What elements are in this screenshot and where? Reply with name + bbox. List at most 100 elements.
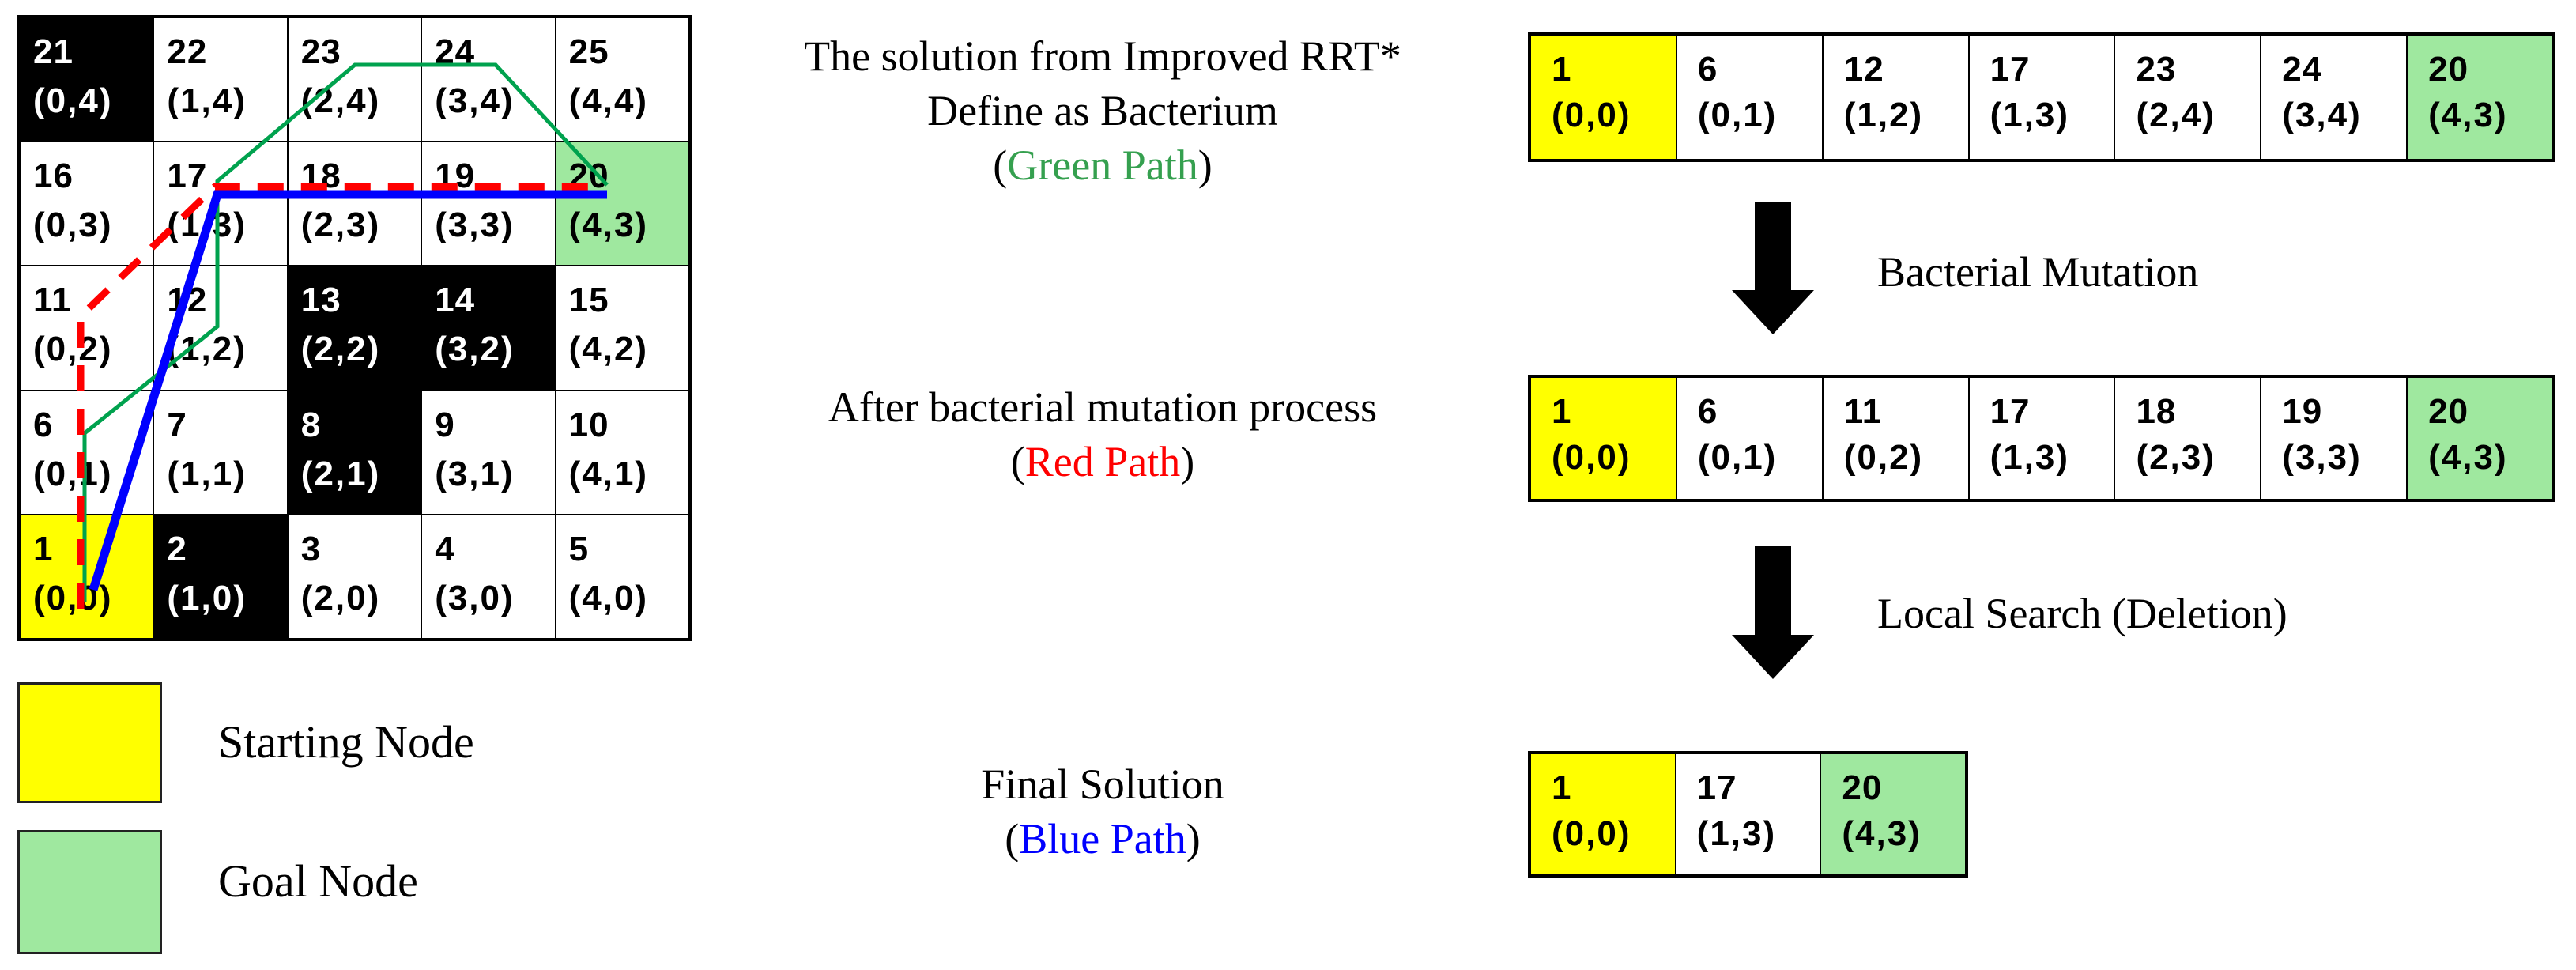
grid-cell-3: 3(2,0) xyxy=(287,514,422,639)
cell-coordinate: (3,1) xyxy=(435,454,515,493)
cell-coordinate: (0,1) xyxy=(1697,96,1778,134)
down-arrow-icon xyxy=(1726,546,1820,681)
cell-number: 25 xyxy=(568,32,609,71)
cell-coordinate: (0,2) xyxy=(1843,438,1924,477)
cell-number: 1 xyxy=(33,529,54,568)
down-arrow-icon xyxy=(1726,202,1820,336)
cell-coordinate: (2,0) xyxy=(300,578,381,617)
arrow-label-bacterial-mutation: Bacterial Mutation xyxy=(1877,248,2199,296)
cell-coordinate: (4,3) xyxy=(2428,438,2508,477)
grid-cell-11: 11 (0,2) xyxy=(20,266,154,391)
blue-path-label: Blue Path xyxy=(1019,815,1186,862)
cell-number: 17 xyxy=(1990,392,2031,431)
cell-coordinate: (2,4) xyxy=(2136,96,2216,134)
green-path-label: Green Path xyxy=(1007,142,1198,189)
caption-green-path: The solution from Improved RRT* Define a… xyxy=(751,29,1454,193)
cell-coordinate: (0,4) xyxy=(33,81,113,120)
caption-red-path: After bacterial mutation process (Red Pa… xyxy=(751,380,1454,489)
cell-coordinate: (0,0) xyxy=(1552,814,1631,853)
cell-number: 17 xyxy=(167,157,208,196)
cell-coordinate: (1,3) xyxy=(1696,814,1777,853)
grid-cell-18: 18(2,3) xyxy=(287,142,422,266)
cell-coordinate: (3,4) xyxy=(435,81,515,120)
grid-cell-21: 21(0,4) xyxy=(20,17,154,142)
cell-number: 9 xyxy=(435,405,455,444)
cell-number: 19 xyxy=(2282,392,2323,431)
cell-number: 1 xyxy=(1552,50,1572,89)
cell-number: 22 xyxy=(167,32,208,71)
cell-number: 17 xyxy=(1990,50,2031,89)
cell-coordinate: (3,0) xyxy=(435,578,515,617)
sequence-cell-18: 18(2,3) xyxy=(2114,377,2261,500)
cell-coordinate: (1,3) xyxy=(167,206,247,245)
grid-map: 21(0,4)22(1,4)23(2,4)24(3,4)25(4,4)16(0,… xyxy=(17,15,692,641)
cell-number: 11 xyxy=(33,281,72,320)
grid-cell-16: 16(0,3) xyxy=(20,142,154,266)
cell-coordinate: (0,0) xyxy=(1552,438,1631,477)
cell-number: 6 xyxy=(1697,392,1718,431)
cell-coordinate: (4,1) xyxy=(568,454,649,493)
cell-coordinate: (3,3) xyxy=(435,206,515,245)
grid-cell-2: 2(1,0) xyxy=(153,514,288,639)
grid-cell-5: 5 (4,0) xyxy=(555,514,689,639)
cell-number: 11 xyxy=(1843,392,1883,431)
cell-coordinate: (3,2) xyxy=(435,330,515,369)
cell-coordinate: (4,3) xyxy=(568,206,649,245)
grid-cell-6: 6 (0,1) xyxy=(20,390,154,515)
cell-number: 6 xyxy=(1697,50,1718,89)
cell-coordinate: (1,1) xyxy=(167,454,247,493)
cell-number: 8 xyxy=(300,405,322,444)
cell-coordinate: (3,4) xyxy=(2282,96,2362,134)
grid-cell-4: 4 (3,0) xyxy=(421,514,556,639)
sequence-cell-1: 1(0,0) xyxy=(1530,753,1676,875)
cell-coordinate: (2,3) xyxy=(2136,438,2216,477)
start-node-swatch xyxy=(17,682,162,803)
caption-path-line: (Blue Path) xyxy=(1005,815,1201,862)
grid-cell-15: 15(4,2) xyxy=(555,266,689,391)
grid-cell-25: 25(4,4) xyxy=(555,17,689,142)
sequence-cell-24: 24(3,4) xyxy=(2261,35,2408,160)
red-path-label: Red Path xyxy=(1024,438,1181,485)
cell-number: 10 xyxy=(568,405,609,444)
grid-cell-12: 12(1,2) xyxy=(153,266,288,391)
cell-number: 14 xyxy=(435,281,476,320)
cell-coordinate: (4,2) xyxy=(568,330,649,369)
cell-number: 7 xyxy=(167,405,187,444)
cell-coordinate: (1,2) xyxy=(1843,96,1924,134)
cell-coordinate: (0,0) xyxy=(33,578,113,617)
cell-number: 24 xyxy=(435,32,476,71)
cell-number: 20 xyxy=(2428,50,2469,89)
start-node-label: Starting Node xyxy=(218,716,474,768)
cell-number: 1 xyxy=(1552,392,1572,431)
cell-number: 2 xyxy=(167,529,187,568)
cell-coordinate: (0,1) xyxy=(33,454,113,493)
arrow-label-local-search: Local Search (Deletion) xyxy=(1877,590,2287,637)
sequence-cell-1: 1 (0,0) xyxy=(1530,377,1676,500)
grid-cell-20: 20(4,3) xyxy=(555,142,689,266)
sequence-cell-17: 17 (1,3) xyxy=(1968,377,2115,500)
cell-coordinate: (2,3) xyxy=(300,206,381,245)
cell-number: 12 xyxy=(1843,50,1884,89)
cell-number: 20 xyxy=(2428,392,2469,431)
cell-number: 6 xyxy=(33,405,54,444)
caption-line: The solution from Improved RRT* xyxy=(804,32,1401,80)
grid-cell-24: 24 (3,4) xyxy=(421,17,556,142)
sequence-cell-17: 17(1,3) xyxy=(1675,753,1821,875)
sequence-cell-19: 19(3,3) xyxy=(2261,377,2408,500)
sequence-row-3: 1(0,0)17(1,3)20(4,3) xyxy=(1528,751,1968,878)
cell-number: 5 xyxy=(568,529,590,568)
sequence-cell-20: 20(4,3) xyxy=(1820,753,1967,875)
cell-coordinate: (0,2) xyxy=(33,330,113,369)
grid-cell-7: 7 (1,1) xyxy=(153,390,288,515)
sequence-row-2: 1(0,0)6(0,1)11(0,2)17(1,3)18(2,3)19(3,3)… xyxy=(1528,375,2555,502)
grid-cell-19: 19(3,3) xyxy=(421,142,556,266)
cell-coordinate: (1,3) xyxy=(1990,438,2070,477)
sequence-cell-11: 11 (0,2) xyxy=(1822,377,1969,500)
cell-coordinate: (2,2) xyxy=(300,330,381,369)
cell-coordinate: (4,0) xyxy=(568,578,649,617)
caption-line: After bacterial mutation process xyxy=(828,383,1378,431)
grid-cell-9: 9 (3,1) xyxy=(421,390,556,515)
caption-line: Final Solution xyxy=(981,761,1224,808)
cell-number: 4 xyxy=(435,529,455,568)
cell-number: 12 xyxy=(167,281,208,320)
